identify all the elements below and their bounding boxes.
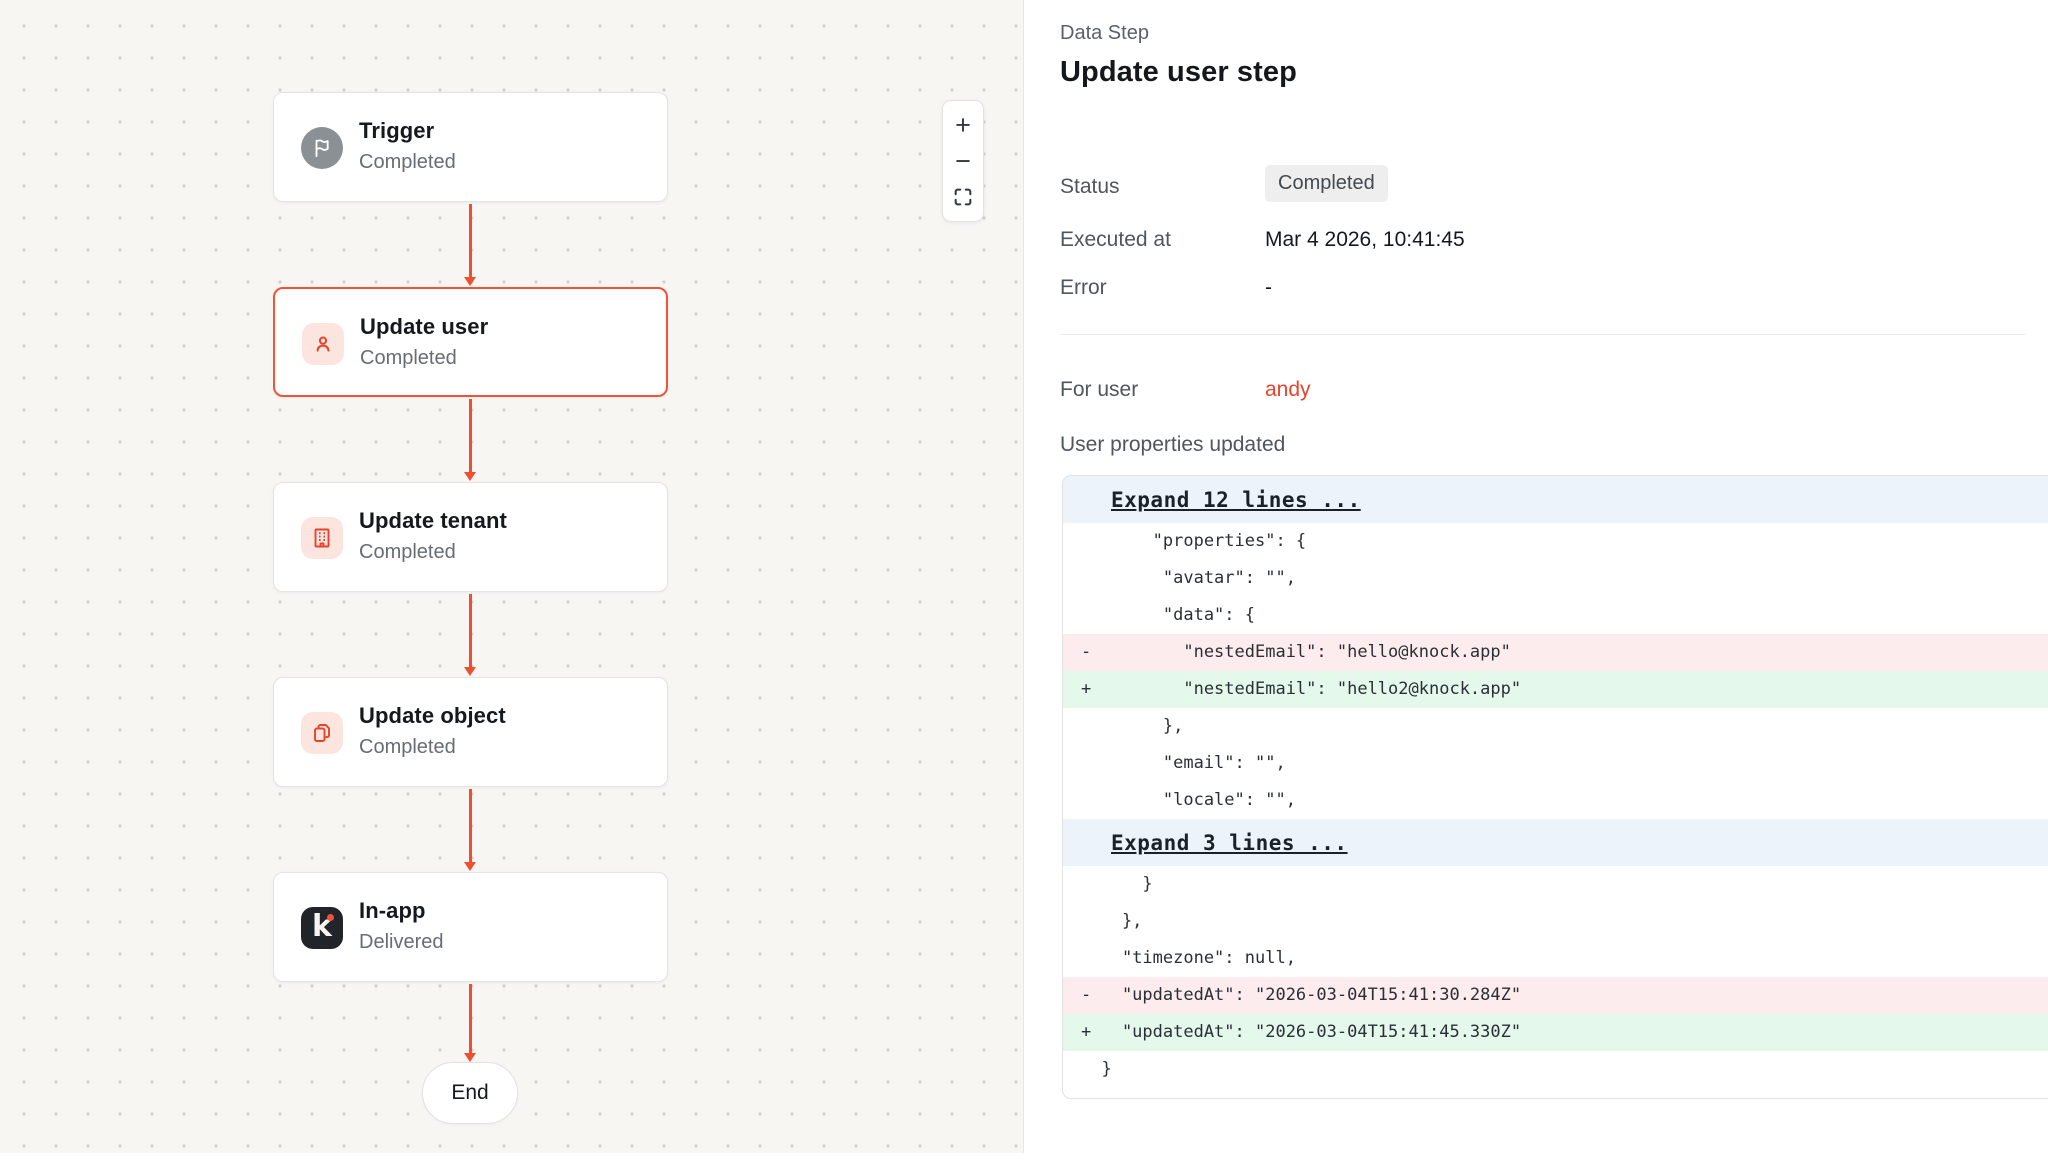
diff-line-ctx: "data": { [1063, 597, 2048, 634]
diff-line-add: + "nestedEmail": "hello2@knock.app" [1063, 671, 2048, 708]
node-update-tenant[interactable]: Update tenant Completed [273, 482, 668, 592]
end-label: End [451, 1081, 489, 1104]
diff-line-text: } [1081, 874, 1153, 894]
node-title: Update user [360, 314, 489, 339]
diff-line-text: + "nestedEmail": "hello2@knock.app" [1081, 679, 1522, 699]
node-title: In-app [359, 898, 426, 923]
node-end: End [422, 1062, 518, 1124]
diff-expand-row: Expand 12 lines ... [1063, 476, 2048, 523]
node-title: Update tenant [359, 508, 507, 533]
error-label: Error [1060, 276, 1107, 299]
diff-line-text: }, [1081, 911, 1143, 931]
user-icon [302, 323, 344, 365]
edge-trigger-updateuser [464, 204, 475, 286]
diff-line-ctx: "avatar": "", [1063, 560, 2048, 597]
flag-icon [301, 127, 343, 169]
diff-line-text: + "updatedAt": "2026-03-04T15:41:45.330Z… [1081, 1022, 1522, 1042]
diff-line-add: + "updatedAt": "2026-03-04T15:41:45.330Z… [1063, 1014, 2048, 1051]
diff-line-text: }, [1081, 716, 1184, 736]
diff-line-del: - "nestedEmail": "hello@knock.app" [1063, 634, 2048, 671]
status-label: Status [1060, 175, 1120, 198]
node-status: Completed [359, 151, 456, 173]
edge-updateobject-inapp [464, 789, 475, 871]
error-value: - [1265, 276, 1272, 299]
fit-view-button[interactable] [943, 179, 983, 215]
executed-at-label: Executed at [1060, 228, 1171, 251]
node-update-object[interactable]: Update object Completed [273, 677, 668, 787]
edge-updateuser-updatetenant [464, 399, 475, 481]
diff-line-ctx: } [1063, 866, 2048, 903]
knock-dot [327, 914, 334, 921]
knock-icon: k [301, 907, 343, 949]
diff-line-ctx: } [1063, 1051, 2048, 1088]
diff-line-text: "avatar": "", [1081, 568, 1296, 588]
diff-line-text: } [1081, 1059, 1112, 1079]
diff-line-ctx: "email": "", [1063, 745, 2048, 782]
node-title: Trigger [359, 118, 435, 143]
diff-expand-row: Expand 3 lines ... [1063, 819, 2048, 866]
diff-line-text: "data": { [1081, 605, 1255, 625]
node-title: Update object [359, 703, 506, 728]
executed-at-value: Mar 4 2026, 10:41:45 [1265, 228, 1465, 251]
building-icon [301, 517, 343, 559]
diff-line-ctx: "properties": { [1063, 523, 2048, 560]
node-status: Completed [360, 347, 457, 369]
diff-line-text: "timezone": null, [1081, 948, 1296, 968]
zoom-out-button[interactable]: − [955, 145, 971, 176]
workflow-canvas[interactable]: Trigger Completed Update user Completed [0, 0, 1024, 1153]
copy-icon [301, 712, 343, 754]
diff-line-text: "email": "", [1081, 753, 1286, 773]
for-user-link[interactable]: andy [1265, 378, 1311, 401]
page-title: Update user step [1060, 56, 1297, 88]
json-diff-viewer: Expand 12 lines ... "properties": { "ava… [1062, 475, 2048, 1099]
diff-line-ctx: }, [1063, 903, 2048, 940]
fit-view-icon [954, 188, 972, 206]
node-status: Completed [359, 541, 456, 563]
status-badge: Completed [1265, 165, 1388, 202]
divider [1060, 334, 2026, 335]
step-detail-panel: Data Step Update user step Status Comple… [1025, 0, 2048, 1174]
expand-lines-link[interactable]: Expand 3 lines ... [1111, 830, 1348, 855]
diff-line-del: - "updatedAt": "2026-03-04T15:41:30.284Z… [1063, 977, 2048, 1014]
node-status: Completed [359, 736, 456, 758]
step-type-label: Data Step [1060, 22, 1149, 44]
node-update-user[interactable]: Update user Completed [273, 287, 668, 397]
zoom-in-button[interactable]: + [955, 109, 971, 140]
diff-section-label: User properties updated [1060, 433, 1286, 456]
node-in-app[interactable]: k In-app Delivered [273, 872, 668, 982]
diff-line-text: "properties": { [1081, 531, 1307, 551]
canvas-bottom-gutter [0, 1153, 1024, 1174]
edge-updatetenant-updateobject [464, 594, 475, 676]
diff-line-text: - "updatedAt": "2026-03-04T15:41:30.284Z… [1081, 985, 1522, 1005]
edge-inapp-end [464, 984, 475, 1062]
expand-lines-link[interactable]: Expand 12 lines ... [1111, 487, 1361, 512]
node-trigger[interactable]: Trigger Completed [273, 92, 668, 202]
diff-line-ctx: }, [1063, 708, 2048, 745]
diff-line-text: "locale": "", [1081, 790, 1296, 810]
canvas-zoom-controls: + − [942, 100, 984, 222]
node-status: Delivered [359, 931, 444, 953]
for-user-label: For user [1060, 378, 1139, 401]
status-value: Completed [1265, 165, 1388, 202]
diff-line-ctx: "timezone": null, [1063, 940, 2048, 977]
diff-line-text: - "nestedEmail": "hello@knock.app" [1081, 642, 1511, 662]
diff-line-ctx: "locale": "", [1063, 782, 2048, 819]
